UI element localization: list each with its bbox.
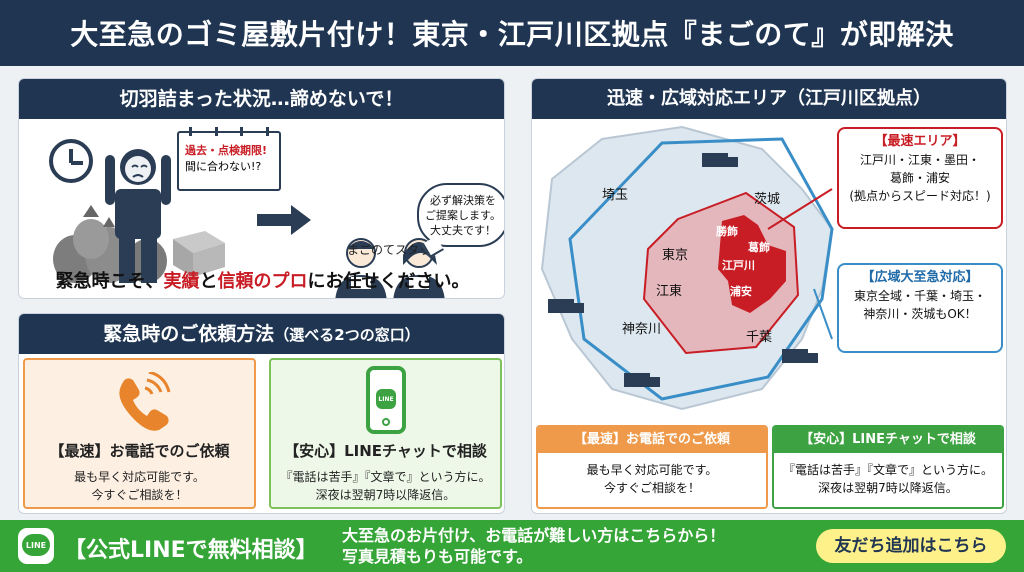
phone-icon xyxy=(119,372,171,431)
line-app-icon: LINE xyxy=(376,389,396,409)
fastest-area-line-3: (拠点からスピード対応！) xyxy=(849,189,991,203)
cardboard-box-icon xyxy=(173,231,225,277)
clock-icon xyxy=(49,139,93,183)
bubble-line-2: ご提案します。 xyxy=(425,209,501,222)
calendar-icon: 過去・点検期限! 間に合わない!? xyxy=(177,127,281,191)
line-card-desc-1: 『電話は苦手』『文章で』という方に。 xyxy=(280,470,491,484)
wide-area-line-1: 東京全域・千葉・埼玉・ xyxy=(853,289,986,303)
fastest-area-box: 【最速エリア】 江戸川・江東・墨田・ 葛飾・浦安 (拠点からスピード対応！) xyxy=(837,127,1003,229)
map-label-chiba: 千葉 xyxy=(746,330,772,345)
wide-area-box: 【広域大至急対応】 東京全域・千葉・埼玉・ 神奈川・茨城もOK！ xyxy=(837,263,1003,353)
tagline-part-b: 実績 xyxy=(163,271,200,292)
speech-bubble: 必ず解決策を ご提案します。 大丈夫です！ xyxy=(417,183,504,247)
fastest-area-line-1: 江戸川・江東・墨田・ xyxy=(859,153,980,167)
area-phone-card[interactable]: 【最速】お電話でのご依頼 最も早く対応可能です。 今すぐご相談を！ xyxy=(536,425,768,509)
tagline-part-e: にお任せください。 xyxy=(307,271,470,292)
situation-panel: 切羽詰まった状況…諦めないで！ 過去・点検期限! 間に合わない!? xyxy=(18,78,505,299)
map-label-katsushika2: 勝飾 xyxy=(716,224,738,238)
map-label-ibaraki: 茨城 xyxy=(754,192,780,207)
phone-card-title: 【最速】お電話でのご依頼 xyxy=(49,442,230,460)
map-label-kanagawa: 神奈川 xyxy=(622,322,661,337)
footer-title: 【公式LINEで無料相談】 xyxy=(64,538,318,563)
area-phone-body: 最も早く対応可能です。 今すぐご相談を！ xyxy=(538,453,766,507)
area-line-desc-2: 深夜は翌朝7時以降返信。 xyxy=(818,481,958,495)
area-heading: 迅速・広域対応エリア（江戸川区拠点） xyxy=(532,79,1006,119)
map-label-koto: 江東 xyxy=(656,283,682,299)
line-card-desc-2: 深夜は翌朝7時以降返信。 xyxy=(315,488,456,502)
phone-card-desc-2: 今すぐご相談を！ xyxy=(91,488,188,502)
tagline-part-d: 信頼のプロ xyxy=(217,271,308,292)
situation-heading: 切羽詰まった状況…諦めないで！ xyxy=(19,79,504,119)
page-title: 大至急のゴミ屋敷片付け！東京・江戸川区拠点『まごのて』が即解決 xyxy=(0,0,1024,66)
tagline-part-a: 緊急時こそ、 xyxy=(55,271,164,292)
fastest-area-title: 【最速エリア】 xyxy=(874,134,966,149)
footer-text: 大至急のお片付け、お電話が難しい方はこちらから！ 写真見積もりも可能です。 xyxy=(342,525,725,567)
add-friend-button[interactable]: 友だち追加はこちら xyxy=(816,529,1006,563)
line-logo-label: LINE xyxy=(22,534,50,556)
line-card[interactable]: LINE 【安心】LINEチャットで相談 『電話は苦手』『文章で』という方に。 … xyxy=(269,358,502,509)
smartphone-icon: LINE xyxy=(366,366,406,434)
worried-person-icon xyxy=(105,149,171,283)
calendar-line-2: 間に合わない!? xyxy=(185,160,262,173)
bubble-line-3: 大丈夫です！ xyxy=(430,224,496,237)
map-label-urayasu: 浦安 xyxy=(730,284,752,298)
wide-area-line-2: 神奈川・茨城もOK！ xyxy=(863,307,977,321)
fastest-area-line-2: 葛飾・浦安 xyxy=(889,171,950,185)
area-line-body: 『電話は苦手』『文章で』という方に。 深夜は翌朝7時以降返信。 xyxy=(774,453,1002,507)
area-phone-desc-1: 最も早く対応可能です。 xyxy=(586,463,718,477)
phone-card[interactable]: 【最速】お電話でのご依頼 最も早く対応可能です。 今すぐご相談を！ xyxy=(23,358,256,509)
map-label-saitama: 埼玉 xyxy=(602,188,628,203)
wide-area-title: 【広域大至急対応】 xyxy=(861,270,979,285)
method-heading-sub: （選べる2つの窓口） xyxy=(274,326,420,344)
line-consult-banner: LINE 【公式LINEで無料相談】 大至急のお片付け、お電話が難しい方はこちら… xyxy=(0,520,1024,572)
area-phone-desc-2: 今すぐご相談を！ xyxy=(603,481,700,495)
bubble-line-1: 必ず解決策を xyxy=(430,194,496,207)
tagline: 緊急時こそ、実績と信頼のプロにお任せください。 xyxy=(19,267,504,293)
footer-text-line-2: 写真見積もりも可能です。 xyxy=(342,547,533,566)
line-logo-icon: LINE xyxy=(18,528,54,564)
area-line-title: 【安心】LINEチャットで相談 xyxy=(774,427,1002,453)
area-phone-title: 【最速】お電話でのご依頼 xyxy=(538,427,766,453)
phone-card-desc-1: 最も早く対応可能です。 xyxy=(74,470,205,484)
map-label-tokyo: 東京 xyxy=(662,247,688,263)
map-label-katsushika: 葛飾 xyxy=(747,240,770,254)
phone-card-desc: 最も早く対応可能です。 今すぐご相談を！ xyxy=(25,468,254,504)
area-line-card[interactable]: 【安心】LINEチャットで相談 『電話は苦手』『文章で』という方に。 深夜は翌朝… xyxy=(772,425,1004,509)
calendar-line-1: 過去・点検期限! xyxy=(185,144,268,157)
arrow-right-icon xyxy=(257,205,311,235)
map-label-edogawa: 江戸川 xyxy=(722,258,755,272)
method-heading-main: 緊急時のご依頼方法 xyxy=(103,323,275,345)
area-line-desc-1: 『電話は苦手』『文章で』という方に。 xyxy=(782,463,993,477)
line-card-title: 【安心】LINEチャットで相談 xyxy=(284,442,487,460)
method-heading: 緊急時のご依頼方法（選べる2つの窓口） xyxy=(19,314,504,354)
footer-text-line-1: 大至急のお片付け、お電話が難しい方はこちらから！ xyxy=(342,526,726,545)
service-area-map: 埼玉 茨城 東京 江東 神奈川 千葉 勝飾 葛飾 江戸川 浦安 xyxy=(540,125,834,411)
method-panel: 緊急時のご依頼方法（選べる2つの窓口） 【最速】お電話でのご依頼 最も早く対応可… xyxy=(18,313,505,514)
area-panel: 迅速・広域対応エリア（江戸川区拠点） 埼玉 茨城 東京 江東 神奈川 千葉 勝飾… xyxy=(531,78,1007,514)
staff-label: まごのてスタッフ xyxy=(346,243,443,257)
line-card-desc: 『電話は苦手』『文章で』という方に。 深夜は翌朝7時以降返信。 xyxy=(271,468,500,504)
tagline-part-c: と xyxy=(199,271,218,292)
